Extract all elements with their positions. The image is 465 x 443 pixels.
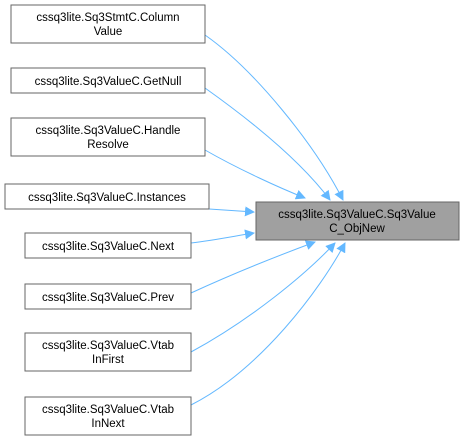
edge-next	[190, 229, 255, 244]
caller-node-vtab-in-first[interactable]: cssq3lite.Sq3ValueC.Vtab InFirst	[24, 332, 192, 372]
caller-label-line: InNext	[91, 418, 125, 430]
caller-label-line: cssq3lite.Sq3ValueC.Handle	[36, 125, 181, 137]
caller-label-line: cssq3lite.Sq3ValueC.Next	[42, 241, 175, 253]
edge-prev	[190, 240, 316, 294]
caller-node-instances[interactable]: cssq3lite.Sq3ValueC.Instances	[4, 183, 210, 210]
target-label-line: C_ObjNew	[329, 223, 385, 235]
caller-node-handle-resolve[interactable]: cssq3lite.Sq3ValueC.Handle Resolve	[10, 117, 206, 157]
caller-label-line: cssq3lite.Sq3ValueC.GetNull	[35, 76, 182, 88]
caller-label-line: cssq3lite.Sq3ValueC.Instances	[28, 192, 186, 204]
edge-vtab-in-first	[190, 242, 336, 353]
edge-get-null	[204, 87, 331, 201]
caller-label-line: cssq3lite.Sq3ValueC.Vtab	[42, 404, 174, 416]
caller-node-prev[interactable]: cssq3lite.Sq3ValueC.Prev	[24, 283, 192, 310]
target-label-line: cssq3lite.Sq3ValueC.Sq3Value	[278, 209, 435, 221]
caller-node-next[interactable]: cssq3lite.Sq3ValueC.Next	[24, 232, 192, 259]
edge-instances	[208, 206, 255, 217]
caller-node-column-value[interactable]: cssq3lite.Sq3StmtC.Column Value	[10, 4, 206, 44]
edge-handle-resolve	[204, 149, 306, 200]
caller-node-vtab-in-next[interactable]: cssq3lite.Sq3ValueC.Vtab InNext	[24, 396, 192, 436]
edge-column-value	[204, 34, 344, 201]
caller-label-line: Resolve	[87, 139, 129, 151]
caller-label-line: cssq3lite.Sq3ValueC.Prev	[42, 292, 174, 304]
caller-label-line: cssq3lite.Sq3StmtC.Column	[36, 12, 179, 24]
target-node[interactable]: cssq3lite.Sq3ValueC.Sq3Value C_ObjNew	[255, 201, 460, 241]
caller-node-get-null[interactable]: cssq3lite.Sq3ValueC.GetNull	[10, 67, 206, 94]
edge-vtab-in-next	[190, 242, 346, 406]
caller-label-line: InFirst	[92, 354, 125, 366]
caller-label-line: cssq3lite.Sq3ValueC.Vtab	[42, 340, 174, 352]
caller-label-line: Value	[94, 26, 123, 38]
